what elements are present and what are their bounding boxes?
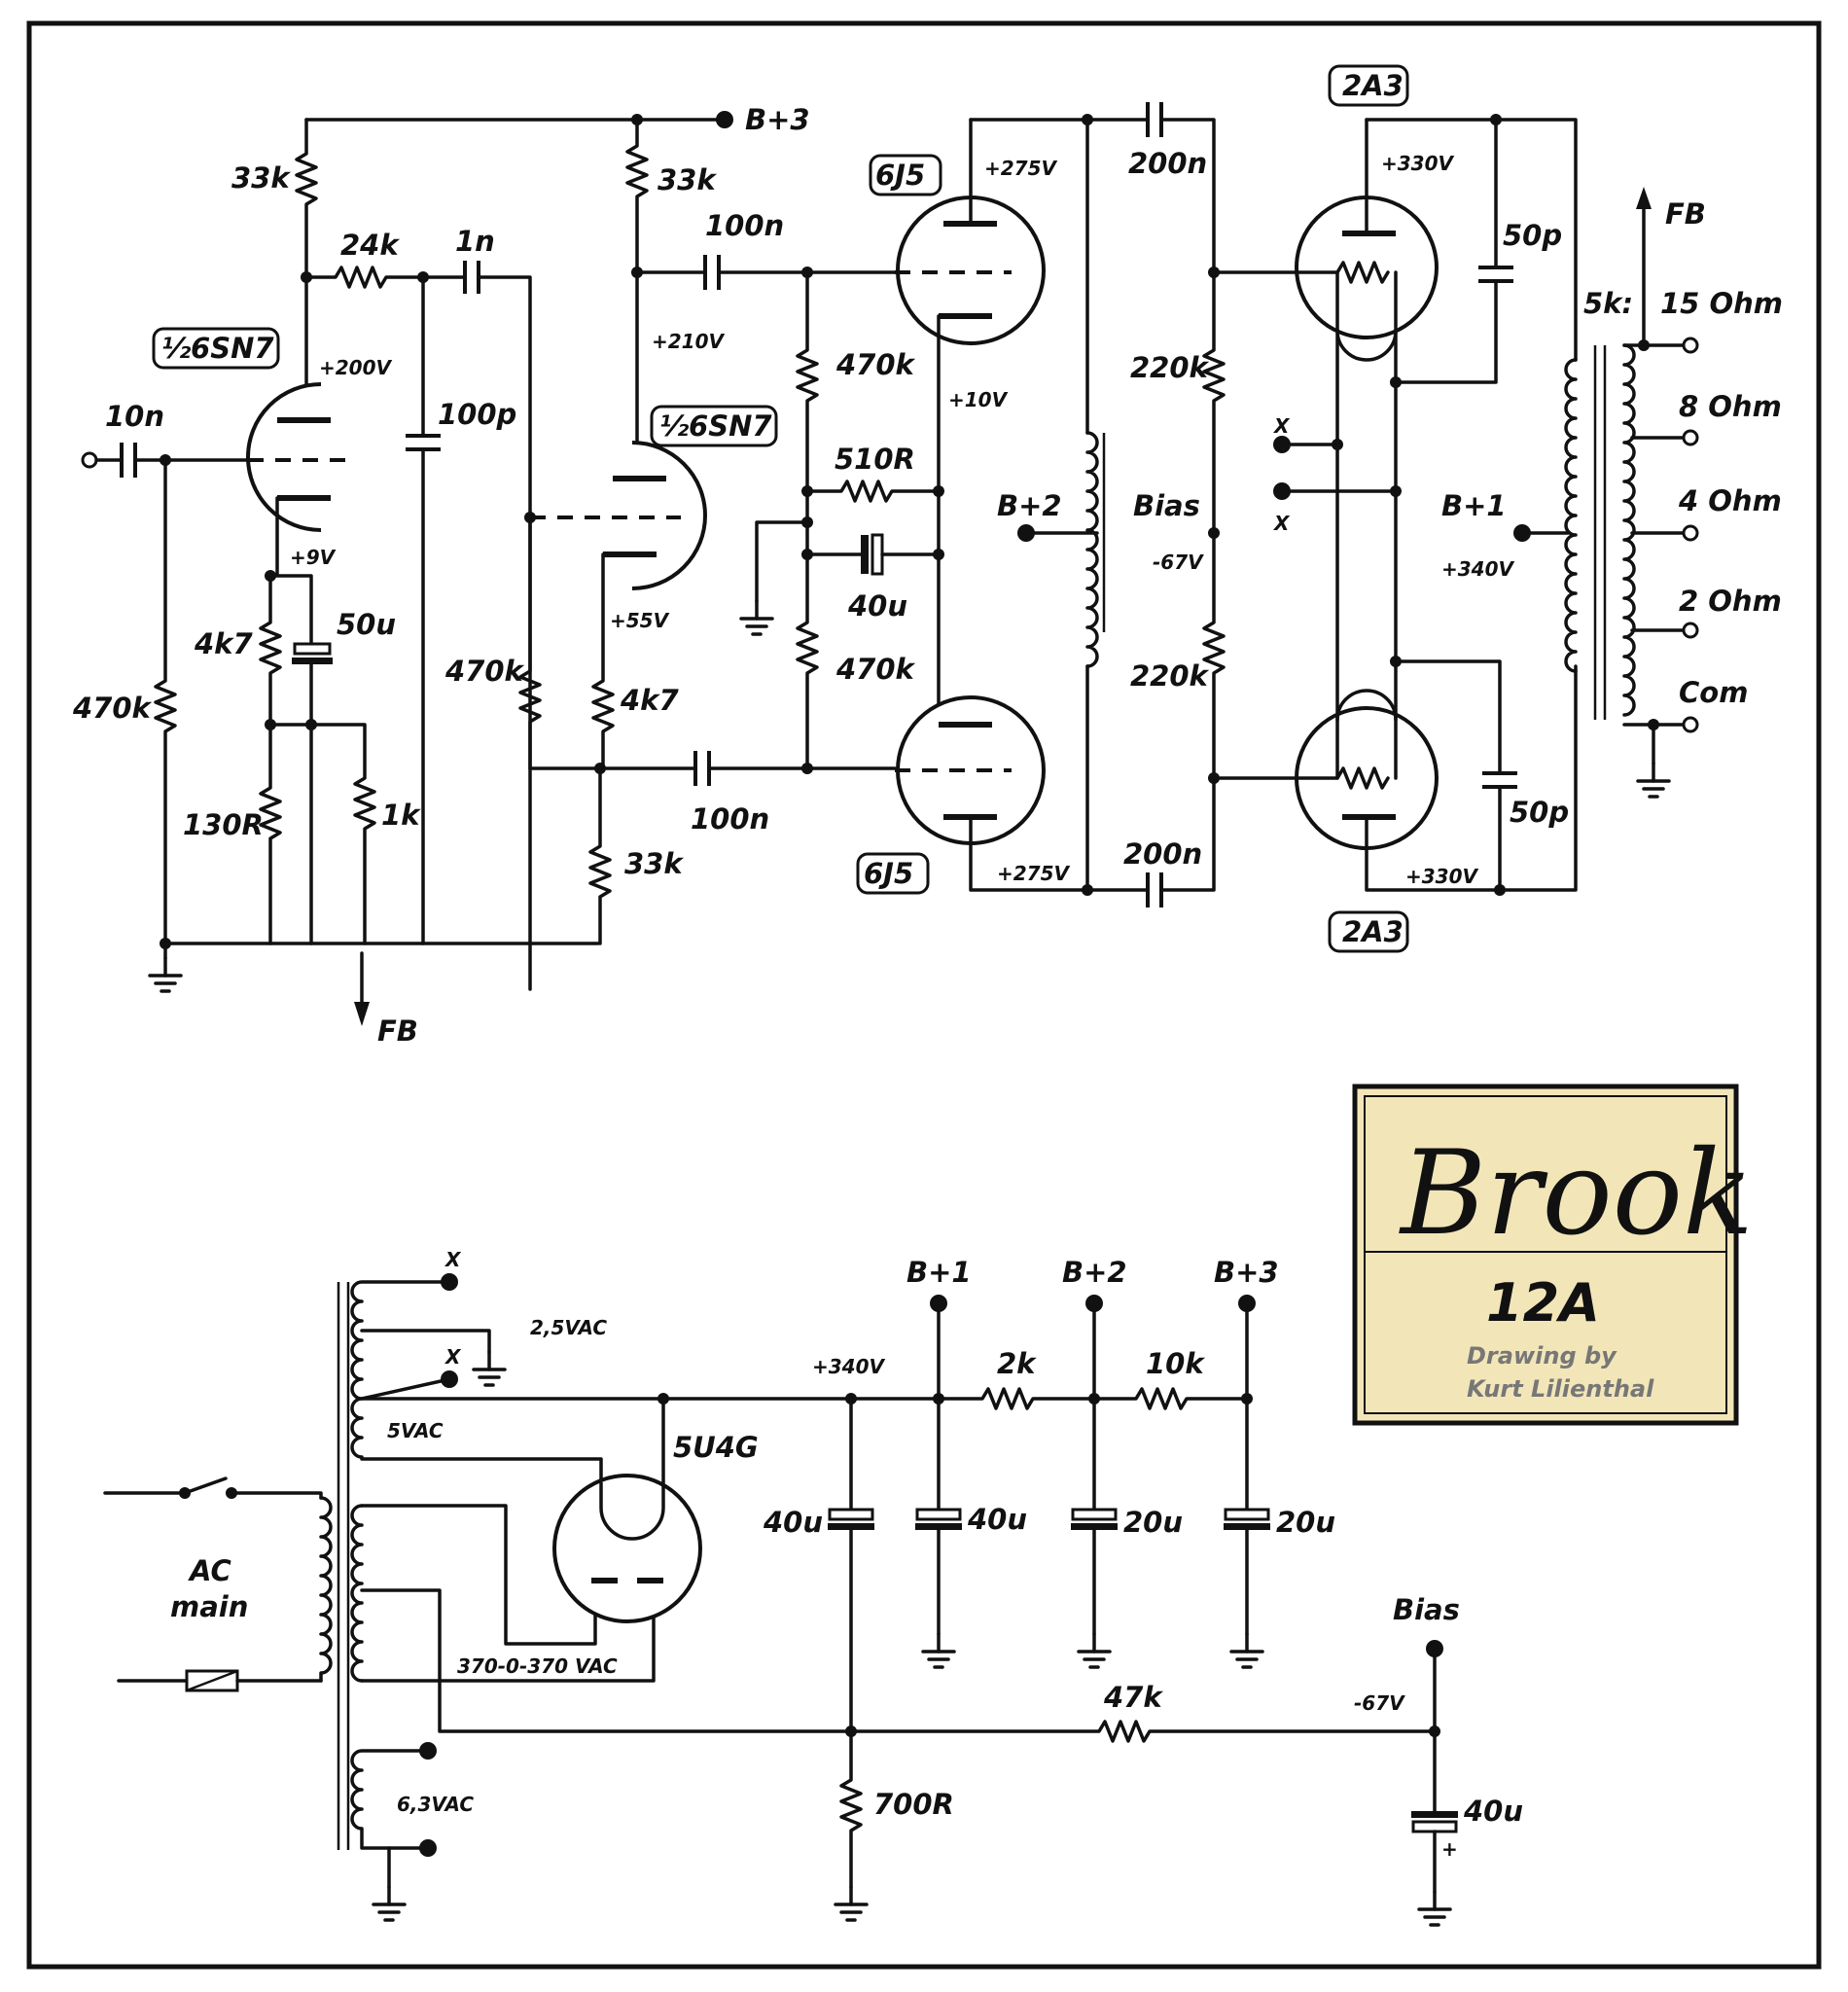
label-v-330-a: +330V xyxy=(1381,152,1455,175)
label-c-50u: 50u xyxy=(337,608,396,641)
label-tap-2: 2 Ohm xyxy=(1679,585,1782,618)
label-r-4k7-a: 4k7 xyxy=(194,627,253,660)
label-c-50p-a: 50p xyxy=(1503,219,1562,252)
label-r-1k: 1k xyxy=(381,799,421,832)
tube-tags xyxy=(152,64,1409,953)
label-r-24k: 24k xyxy=(340,229,400,262)
brand-credit-2: Kurt Lilienthal xyxy=(1467,1375,1654,1403)
label-v-m67-b: -67V xyxy=(1354,1691,1405,1715)
label-tube-2: ½6SN7 xyxy=(659,409,772,443)
label-fb-bottom: FB xyxy=(377,1014,418,1048)
component-labels: 33k 33k B+3 ½6SN7 ½6SN7 10n 24k 1n 100p … xyxy=(72,69,1783,1861)
power-supply xyxy=(103,1273,1458,1927)
label-c-40u-a: 40u xyxy=(847,589,907,622)
label-r-700r: 700R xyxy=(873,1788,954,1821)
label-v-340-b: +340V xyxy=(812,1355,886,1378)
label-c-20u-a: 20u xyxy=(1123,1506,1183,1539)
label-r-33k-a: 33k xyxy=(231,161,291,195)
label-c-20u-b: 20u xyxy=(1276,1506,1335,1539)
label-v-210: +210V xyxy=(652,330,726,353)
label-c-100n-a: 100n xyxy=(705,209,784,242)
label-tube-1: ½6SN7 xyxy=(161,332,274,365)
label-tap-com: Com xyxy=(1679,676,1748,709)
brand-plate: Brook 12A Drawing by Kurt Lilienthal xyxy=(1352,1084,1754,1426)
label-v-200: +200V xyxy=(319,356,393,379)
label-v-10: +10V xyxy=(948,388,1009,411)
brand-credit-1: Drawing by xyxy=(1467,1342,1617,1370)
label-rect: 5U4G xyxy=(673,1431,759,1464)
label-bias: Bias xyxy=(1133,489,1200,522)
label-pb3: B+3 xyxy=(1214,1256,1279,1289)
label-tube-4: 6J5 xyxy=(864,857,913,890)
label-c-50p-b: 50p xyxy=(1510,796,1569,829)
label-r-220k-a: 220k xyxy=(1130,351,1210,384)
label-c-40u-d: 40u xyxy=(1463,1795,1523,1828)
label-v-9: +9V xyxy=(290,546,337,569)
label-c-1n: 1n xyxy=(455,225,495,258)
label-r-4k7-b: 4k7 xyxy=(620,684,679,717)
label-tap-8: 8 Ohm xyxy=(1679,390,1782,423)
label-ac-main-1: AC xyxy=(188,1554,231,1587)
label-r-33k-b: 33k xyxy=(657,163,717,196)
label-v-275-a: +275V xyxy=(984,157,1058,180)
label-x2: X xyxy=(1272,512,1291,535)
label-vac-5: 5VAC xyxy=(387,1419,444,1442)
label-v-m67-a: -67V xyxy=(1153,551,1204,574)
driver-stage xyxy=(739,102,1300,907)
label-c-100p: 100p xyxy=(438,398,516,431)
label-tube-5: 2A3 xyxy=(1342,69,1404,102)
label-vac-370: 370-0-370 VAC xyxy=(457,1654,618,1678)
label-vac-63: 6,3VAC xyxy=(397,1793,474,1816)
label-x1: X xyxy=(1272,414,1291,438)
label-vac-25: 2,5VAC xyxy=(530,1316,607,1339)
label-r-470k-c: 470k xyxy=(835,348,916,381)
label-tap-4: 4 Ohm xyxy=(1678,484,1782,517)
label-xfmr: 5k: xyxy=(1583,287,1633,320)
label-r-470k-d: 470k xyxy=(835,653,916,686)
label-v-55: +55V xyxy=(610,609,670,632)
label-v-330-b: +330V xyxy=(1405,865,1479,888)
label-r-470k-b: 470k xyxy=(444,655,525,688)
frame-border xyxy=(26,20,1822,1970)
label-r-33k-c: 33k xyxy=(624,847,684,880)
label-r-10k: 10k xyxy=(1146,1347,1205,1380)
label-px1: X xyxy=(444,1248,462,1271)
label-fb-top: FB xyxy=(1665,197,1706,231)
label-r-220k-b: 220k xyxy=(1130,659,1210,693)
label-plus: + xyxy=(1441,1837,1458,1861)
label-v-275-b: +275V xyxy=(997,862,1071,885)
label-r-2k: 2k xyxy=(997,1347,1037,1380)
label-c-200n-b: 200n xyxy=(1123,837,1202,871)
label-c-100n-b: 100n xyxy=(691,802,769,836)
label-v-340-a: +340V xyxy=(1441,557,1515,581)
brand-name: Brook xyxy=(1399,1126,1754,1262)
label-c-40u-c: 40u xyxy=(967,1503,1027,1536)
label-b2: B+2 xyxy=(997,489,1062,522)
label-px2: X xyxy=(444,1345,462,1369)
brand-model: 12A xyxy=(1486,1272,1600,1334)
output-stage xyxy=(1273,114,1699,896)
label-ac-main-2: main xyxy=(170,1590,248,1623)
label-c-200n-a: 200n xyxy=(1128,147,1207,180)
label-r-510r: 510R xyxy=(835,443,915,476)
label-c-10n: 10n xyxy=(105,400,164,433)
label-tube-6: 2A3 xyxy=(1342,915,1404,948)
label-pbias: Bias xyxy=(1393,1593,1460,1626)
label-tube-3: 6J5 xyxy=(875,159,925,192)
label-r-470k-in: 470k xyxy=(72,692,153,725)
label-r-130r: 130R xyxy=(183,808,264,841)
label-pb1: B+1 xyxy=(906,1256,972,1289)
label-b3: B+3 xyxy=(745,103,810,136)
label-tap-15: 15 Ohm xyxy=(1660,287,1783,320)
label-r-47k: 47k xyxy=(1103,1681,1163,1714)
label-c-40u-b: 40u xyxy=(763,1506,823,1539)
label-b1: B+1 xyxy=(1441,489,1507,522)
label-pb2: B+2 xyxy=(1062,1256,1127,1289)
